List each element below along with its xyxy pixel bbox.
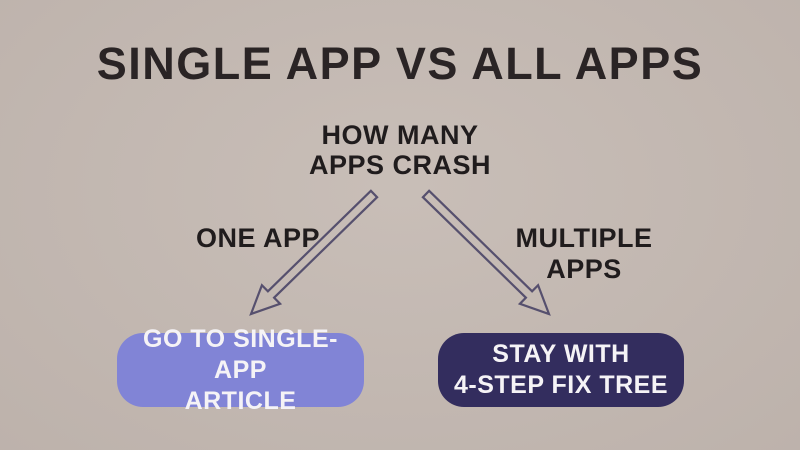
root-node-line1: HOW MANY xyxy=(321,120,479,150)
fix-tree-box: STAY WITH 4-STEP FIX TREE xyxy=(438,333,684,407)
fix-tree-box-line2: 4-STEP FIX TREE xyxy=(453,371,669,399)
single-app-article-box-line2: ARTICLE xyxy=(184,386,297,415)
single-app-article-box-line1: GO TO SINGLE-APP xyxy=(143,324,338,384)
page-title: SINGLE APP VS ALL APPS xyxy=(96,38,704,89)
root-node-line2: APPS CRASH xyxy=(308,150,492,180)
branch-label-one-app: ONE APP xyxy=(195,223,321,253)
branch-label-multiple-apps: MULTIPLE APPS xyxy=(515,223,653,284)
single-app-article-box: GO TO SINGLE-APP ARTICLE xyxy=(117,325,364,415)
root-node-how-many-apps-crash: HOW MANY APPS CRASH xyxy=(250,120,550,180)
fix-tree-box-line1: STAY WITH xyxy=(492,340,630,368)
